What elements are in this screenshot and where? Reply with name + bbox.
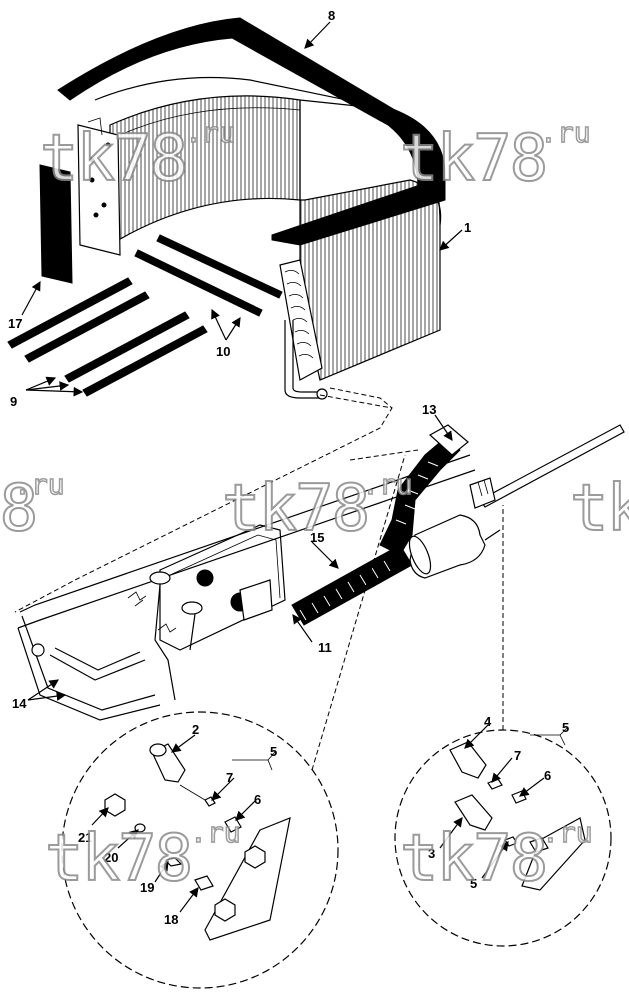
foam-strips-under (134, 234, 283, 317)
callout-10: 10 (216, 344, 230, 359)
callout-11: 11 (318, 640, 332, 655)
watermark-suffix: .ru (190, 816, 241, 849)
watermark-text: tk78 (45, 822, 191, 896)
watermark-suffix: .ru (542, 816, 593, 849)
callout-15: 15 (310, 530, 324, 545)
callout-19: 19 (140, 880, 154, 895)
watermark-overlay: tk78 .ru tk78 .ru tk78 .ru tk78 .ru tk78… (0, 115, 629, 897)
leader-dashed (14, 394, 393, 613)
callout-7-right: 7 (514, 748, 521, 763)
callout-5-left: 5 (270, 744, 277, 759)
detail-view-right (394, 505, 612, 947)
watermark-suffix: .ru (362, 468, 413, 501)
evaporator-coil (77, 76, 442, 400)
seal-strip (57, 17, 446, 246)
watermark-text: tk78 (570, 472, 629, 546)
refrigerant-pipe-assembly (17, 424, 625, 721)
callout-18: 18 (164, 912, 178, 927)
watermark-suffix: .ru (540, 116, 591, 149)
callout-17: 17 (8, 316, 22, 331)
callout-20: 20 (104, 850, 118, 865)
watermark-text: tk78 (400, 122, 546, 196)
foam-strips (7, 277, 208, 397)
callout-2: 2 (192, 722, 199, 737)
callout-leaders (21, 21, 568, 913)
callout-6-right: 6 (544, 768, 551, 783)
callout-21: 21 (78, 830, 92, 845)
watermark-text: tk78 (0, 472, 36, 546)
watermark-text: tk78 (222, 472, 368, 546)
callout-8: 8 (328, 8, 335, 23)
callout-13: 13 (422, 402, 436, 417)
callout-5-lower: 5 (470, 876, 477, 891)
callout-14: 14 (12, 696, 27, 711)
callout-5-right: 5 (562, 720, 569, 735)
detail-view-left (61, 449, 419, 989)
foam-pad (39, 164, 73, 284)
watermark-suffix: .ru (185, 116, 236, 149)
callout-9: 9 (10, 394, 17, 409)
watermark-text: tk78 (400, 822, 546, 896)
callout-1: 1 (464, 220, 471, 235)
callout-4: 4 (484, 714, 492, 729)
watermark-suffix: .ru (14, 468, 65, 501)
watermark-text: tk78 (40, 122, 186, 196)
callout-3: 3 (428, 846, 435, 861)
callout-6-left: 6 (254, 792, 261, 807)
callout-labels: 8 1 17 9 10 13 15 11 14 2 5 7 6 21 20 19… (8, 8, 569, 927)
callout-7-left: 7 (226, 770, 233, 785)
